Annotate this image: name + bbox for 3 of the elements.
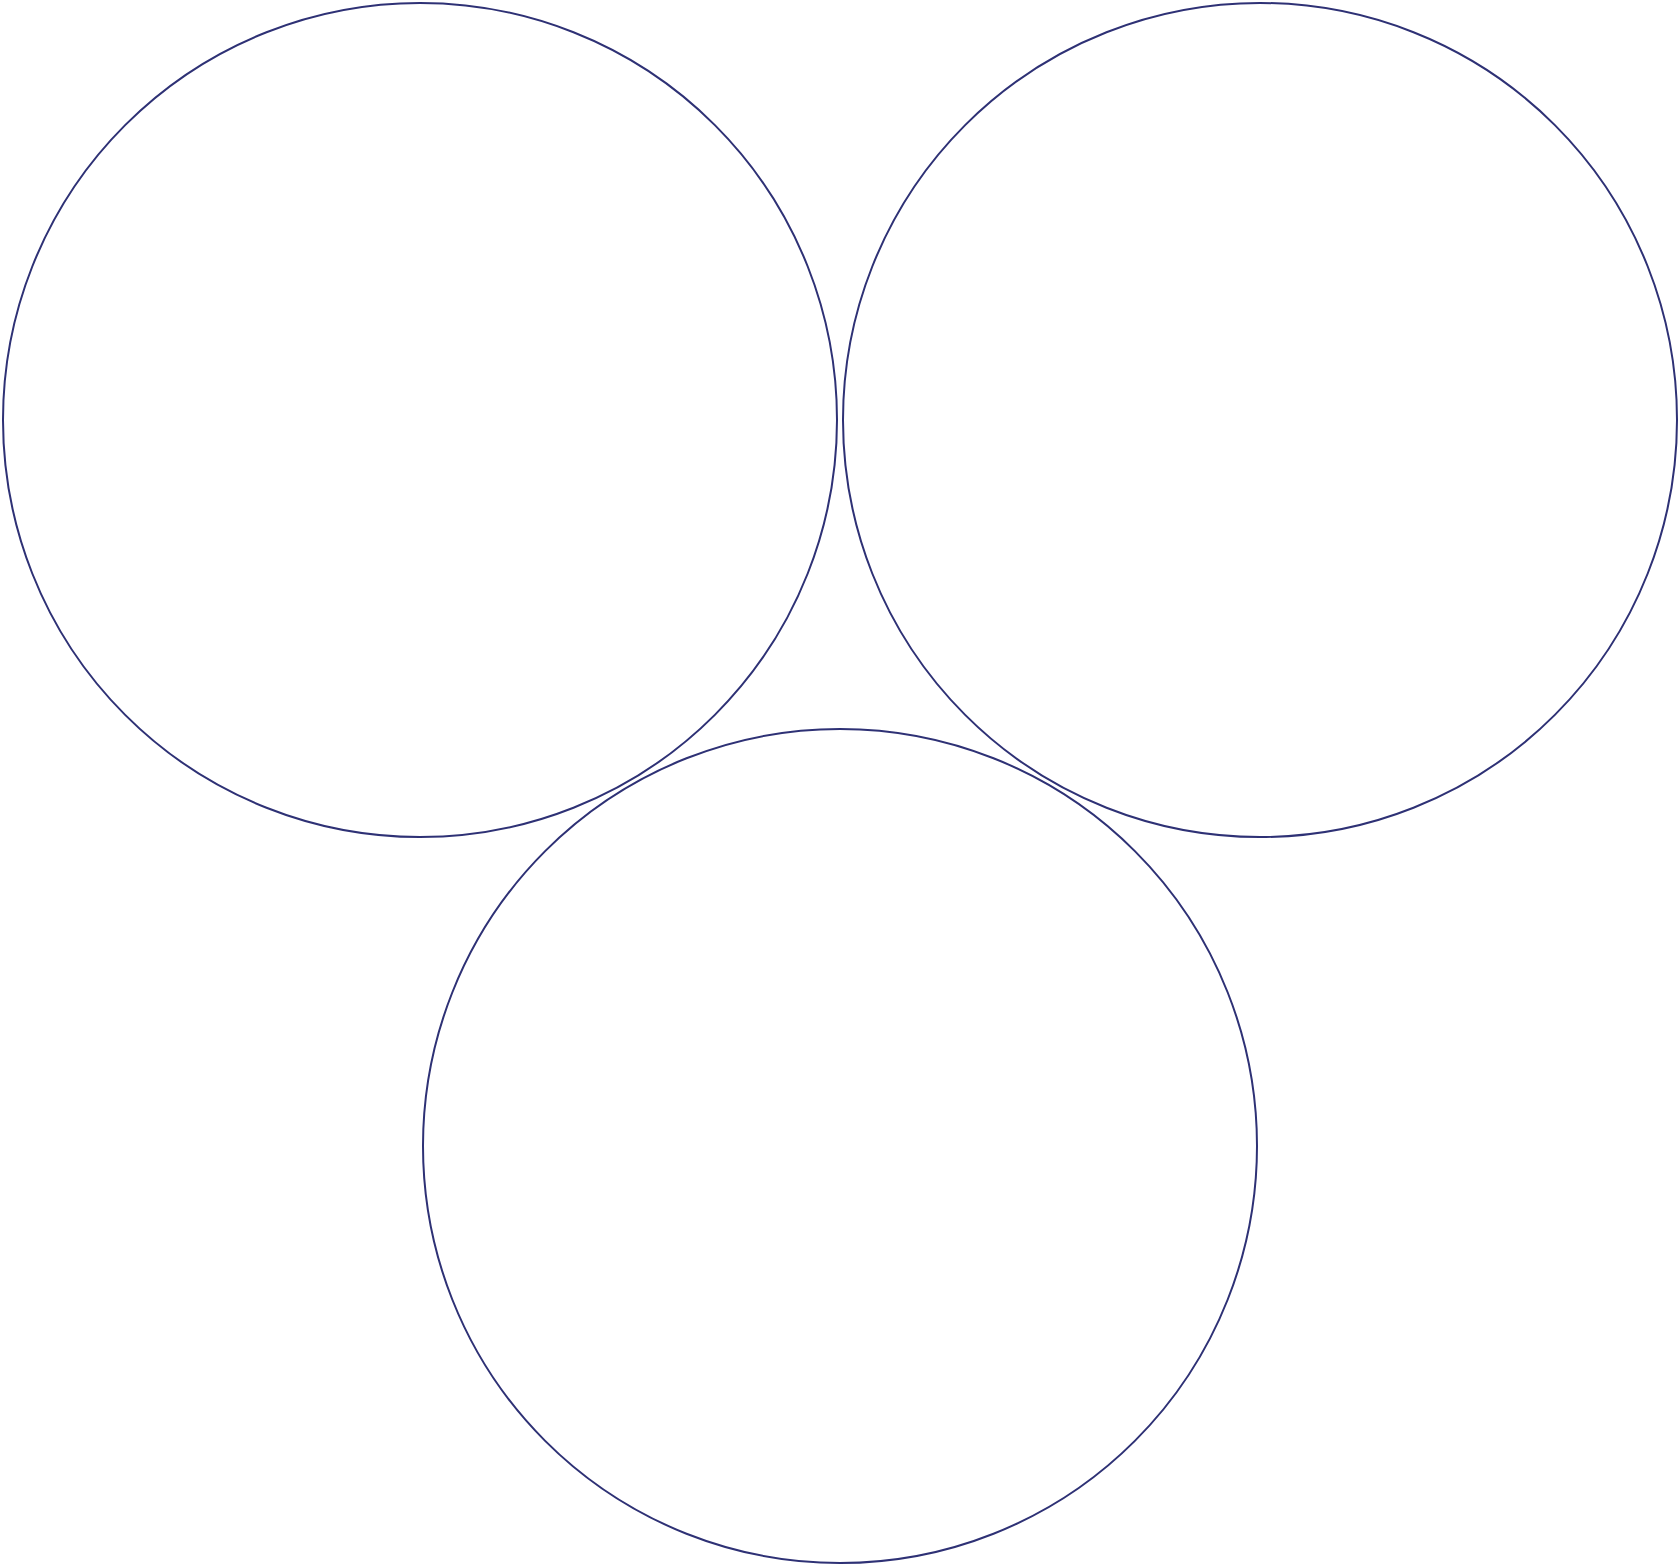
circle-outline xyxy=(2,2,838,838)
circle-outline xyxy=(422,728,1258,1564)
circle-outline xyxy=(842,2,1678,838)
